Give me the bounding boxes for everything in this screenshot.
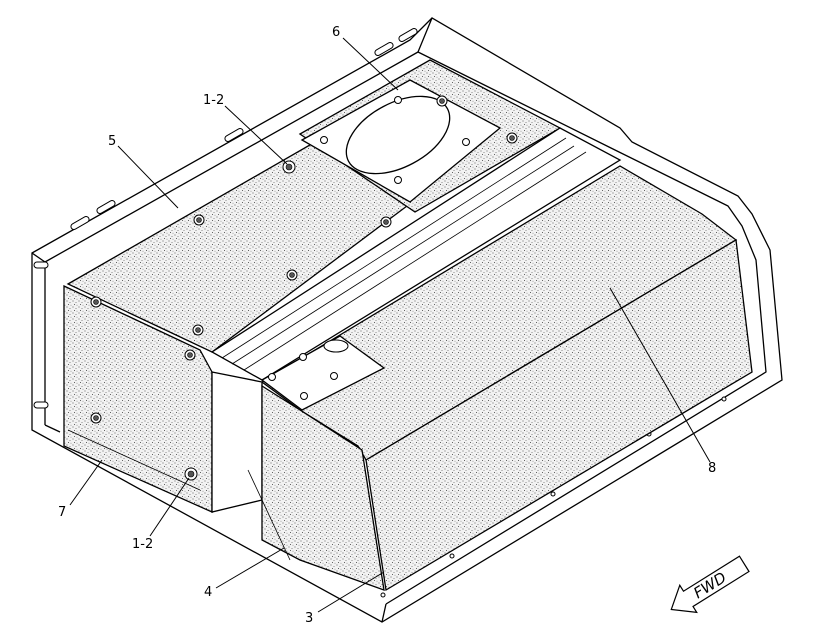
fastener bbox=[90, 412, 102, 424]
fastener bbox=[394, 176, 402, 184]
left-front-panel bbox=[63, 284, 213, 514]
fastener bbox=[184, 349, 196, 361]
callout-3: 3 bbox=[305, 611, 313, 626]
bracket-plate bbox=[211, 335, 386, 591]
callout-1-2-bottom: 1-2 bbox=[132, 537, 153, 552]
fastener bbox=[299, 353, 307, 361]
fasteners bbox=[90, 95, 518, 481]
callout-1-2-top: 1-2 bbox=[203, 93, 224, 108]
fastener bbox=[380, 216, 392, 228]
fastener bbox=[436, 95, 448, 107]
center-rail bbox=[210, 127, 622, 381]
fastener-bottom bbox=[184, 467, 198, 481]
callout-labels: 6 1-2 5 8 7 1-2 4 3 bbox=[58, 25, 716, 626]
fastener bbox=[268, 373, 276, 381]
fastener bbox=[90, 296, 102, 308]
fastener bbox=[193, 214, 205, 226]
callout-6: 6 bbox=[332, 25, 340, 40]
leader-lines bbox=[69, 37, 711, 613]
callout-5: 5 bbox=[108, 134, 116, 149]
fastener-top bbox=[282, 160, 296, 174]
callout-8: 8 bbox=[708, 461, 716, 476]
forward-arrow-icon: FWD bbox=[670, 555, 750, 614]
fastener bbox=[300, 392, 308, 400]
fastener bbox=[506, 132, 518, 144]
fastener bbox=[462, 138, 470, 146]
fastener bbox=[320, 136, 328, 144]
callout-7: 7 bbox=[58, 505, 66, 520]
fastener bbox=[394, 96, 402, 104]
fastener bbox=[286, 269, 298, 281]
fastener bbox=[330, 372, 338, 380]
callout-4: 4 bbox=[204, 585, 212, 600]
top-panel-6 bbox=[298, 59, 562, 213]
fastener bbox=[192, 324, 204, 336]
